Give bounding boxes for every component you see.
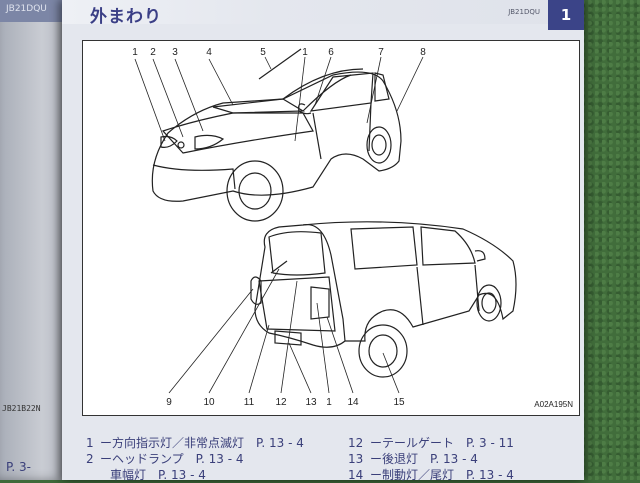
callout-number: 11 xyxy=(244,397,255,408)
chapter-tab: 1 xyxy=(548,0,584,30)
callout-number: 14 xyxy=(347,397,359,408)
callout-number: 2 xyxy=(150,47,156,58)
caption-item-2: 2 ーヘッドランプ P. 13 - 4 xyxy=(86,450,244,467)
left-page: JB21DQU JB21B22N P. 3- xyxy=(0,0,70,480)
caption-text: ーヘッドランプ P. 13 - 4 xyxy=(100,452,244,466)
callout-number: 10 xyxy=(203,397,215,408)
callout-number: 6 xyxy=(328,47,334,58)
left-page-fragment: P. 3- xyxy=(6,460,31,474)
callout-number: 12 xyxy=(275,397,287,408)
manual-page: 外まわり JB21DQU 1 xyxy=(62,0,584,483)
rear-leader-lines xyxy=(168,268,400,394)
caption-number: 1 xyxy=(86,436,94,450)
left-page-code: JB21B22N xyxy=(2,404,41,413)
callout-number: 1 xyxy=(132,47,138,58)
document-id: JB21DQU xyxy=(508,8,540,16)
caption-list: 1 ー方向指示灯／非常点滅灯 P. 13 - 4 2 ーヘッドランプ P. 13 -… xyxy=(86,430,576,483)
caption-number: 14 xyxy=(348,468,364,482)
page-title: 外まわり xyxy=(90,7,162,27)
figure-id: A02A195N xyxy=(534,400,573,409)
callout-number: 7 xyxy=(378,47,384,58)
callout-number: 15 xyxy=(393,397,405,408)
caption-item-12: 12 ーテールゲート P. 3 - 11 xyxy=(348,434,514,451)
front-car-drawing xyxy=(151,48,402,222)
caption-text: ーテールゲート P. 3 - 11 xyxy=(370,436,514,450)
callout-number: 1 xyxy=(302,47,308,58)
callout-number: 8 xyxy=(420,47,426,58)
caption-text: ー後退灯 P. 13 - 4 xyxy=(370,452,478,466)
front-leader-lines xyxy=(134,56,424,142)
caption-number: 13 xyxy=(348,452,364,466)
caption-item-1: 1 ー方向指示灯／非常点滅灯 P. 13 - 4 xyxy=(86,434,304,451)
rear-callout-labels: 9 10 11 12 13 1 14 15 xyxy=(166,397,405,408)
left-page-header-text: JB21DQU xyxy=(6,4,47,14)
front-callout-labels: 1 2 3 4 5 1 6 7 8 xyxy=(132,47,426,58)
callout-number: 4 xyxy=(206,47,212,58)
caption-number: 2 xyxy=(86,452,94,466)
callout-number: 5 xyxy=(260,47,266,58)
callout-number: 9 xyxy=(166,397,172,408)
caption-text: ー方向指示灯／非常点滅灯 P. 13 - 4 xyxy=(100,436,304,450)
caption-item-14: 14 ー制動灯／尾灯 P. 13 - 4 xyxy=(348,466,514,483)
caption-item-13: 13 ー後退灯 P. 13 - 4 xyxy=(348,450,478,467)
caption-number: 12 xyxy=(348,436,364,450)
caption-item-2b: 車幅灯 P. 13 - 4 xyxy=(110,466,206,483)
callout-number: 3 xyxy=(172,47,178,58)
rear-car-drawing xyxy=(250,221,517,378)
callout-number: 1 xyxy=(326,397,332,408)
caption-text: 車幅灯 P. 13 - 4 xyxy=(110,468,206,482)
caption-text: ー制動灯／尾灯 P. 13 - 4 xyxy=(370,468,514,482)
page-top-band xyxy=(62,0,584,24)
left-page-header: JB21DQU xyxy=(0,0,70,22)
callout-number: 13 xyxy=(305,397,317,408)
